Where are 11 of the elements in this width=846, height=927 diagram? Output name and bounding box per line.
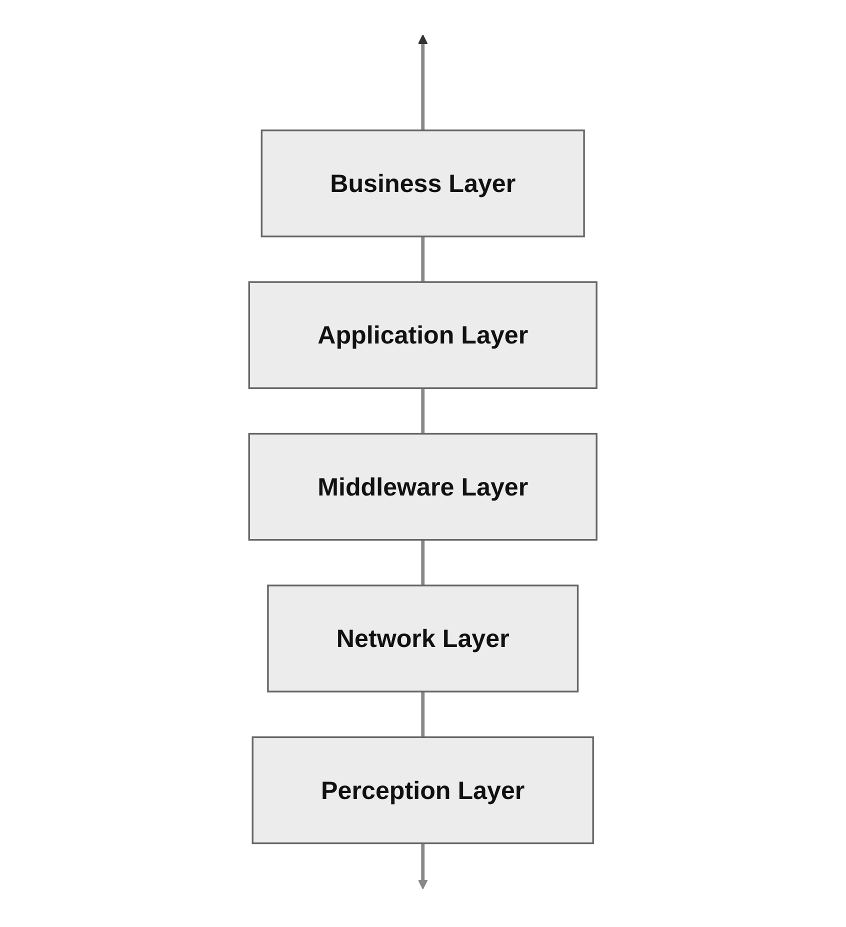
node-box: Application Layer bbox=[248, 280, 598, 388]
arrow bbox=[418, 842, 428, 889]
node-box: Business Layer bbox=[260, 129, 586, 237]
connector bbox=[421, 388, 425, 434]
node-box: Network Layer bbox=[267, 584, 579, 692]
connector bbox=[421, 539, 425, 585]
node-box: Middleware Layer bbox=[248, 432, 598, 540]
connector bbox=[421, 691, 425, 737]
arrow bbox=[418, 34, 428, 130]
node-box: Perception Layer bbox=[252, 736, 594, 844]
connector bbox=[421, 236, 425, 282]
